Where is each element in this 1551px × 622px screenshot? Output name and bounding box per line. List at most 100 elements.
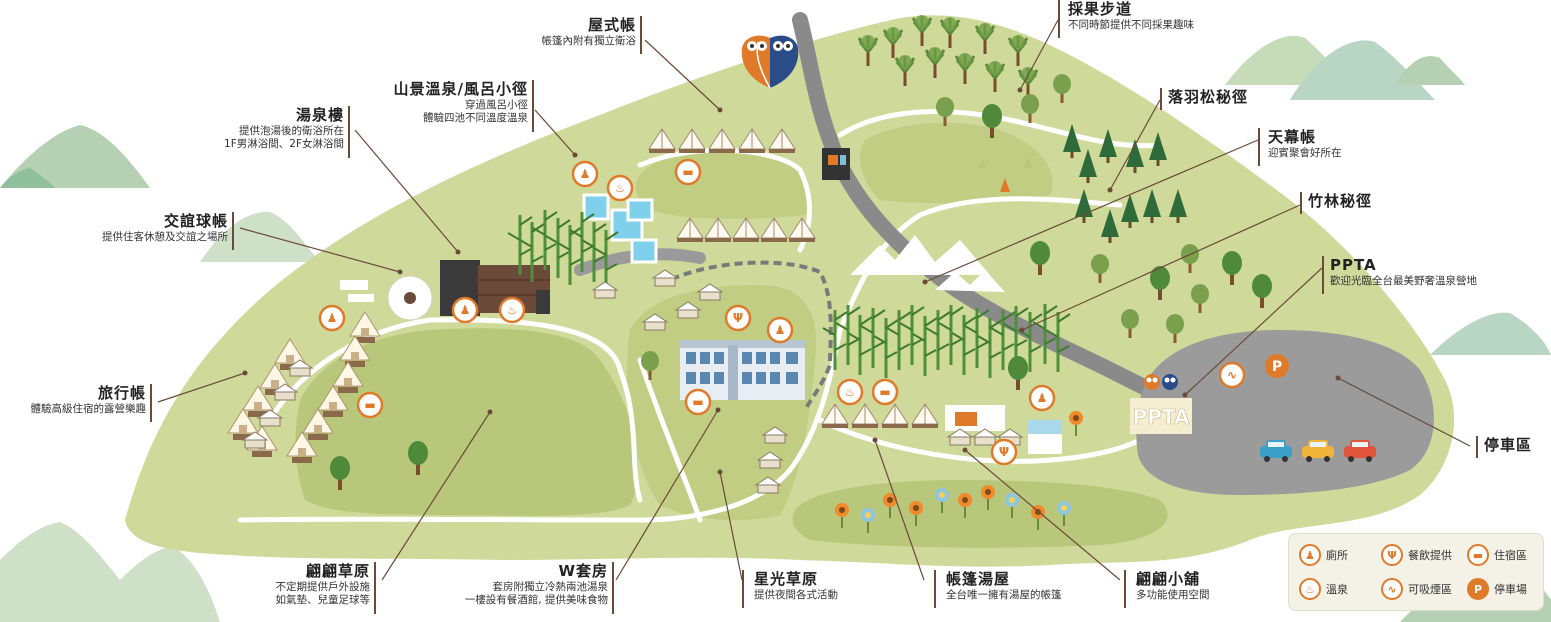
label-title: PPTA [1330,256,1377,274]
mountain-sculpture [850,235,1005,292]
ball-tent [340,275,433,321]
main-road [792,12,1188,413]
label-title: 採果步道 [1068,0,1133,18]
parking-icon: P [1265,354,1289,378]
bed-icon: ▬ [1467,544,1489,566]
legend-label: 停車場 [1494,583,1527,596]
dining-icon: Ψ [1381,544,1403,566]
hotspring-icon: ♨ [836,378,864,406]
label-bamboo-trail[interactable]: 竹林秘徑 [1308,192,1408,211]
svg-text:▬: ▬ [682,165,693,179]
legend-label: 溫泉 [1326,583,1348,596]
svg-text:P: P [1272,359,1282,375]
label-canopy-tent[interactable]: 天幕帳 迎賓聚會好所在 [1268,128,1368,160]
label-desc: 如氣墊、兒童足球等 [275,593,371,606]
svg-text:∿: ∿ [1227,368,1237,382]
ppta-sign: PPTA [1130,374,1192,434]
legend-label: 可吸煙區 [1408,583,1452,596]
svg-text:♟: ♟ [580,167,591,181]
label-parking[interactable]: 停車區 [1484,436,1544,455]
label-desc: 迎賓聚會好所在 [1268,146,1342,159]
toilet-icon: ♟ [1299,544,1321,566]
hotspring-icon: ♨ [606,174,634,202]
owl-logo [741,35,799,89]
bed-icon: ▬ [871,378,899,406]
label-title: 翩翩小舖 [1136,570,1201,588]
legend-item-lodging: ▬ 住宿區 [1467,544,1527,566]
gate-building [822,148,850,180]
dining-icon: Ψ [724,304,752,332]
svg-text:♨: ♨ [507,303,518,317]
bed-icon: ▬ [684,388,712,416]
label-desc: 一樓設有餐酒館, 提供美味食物 [464,593,608,606]
svg-text:♨: ♨ [615,181,626,195]
label-travel-tent[interactable]: 旅行帳 體驗高級住宿的露營樂趣 [10,384,147,416]
svg-text:♨: ♨ [845,385,856,399]
smoking-icon: ∿ [1381,578,1403,600]
map-amenity-icons: ♟ ♨ ▬ ♟ ♟ ♨ ▬ Ψ ♟ ▬ ♨ ▬ ♟ Ψ ∿ P [318,158,1289,466]
label-tent-bath[interactable]: 帳篷湯屋 全台唯一擁有湯屋的帳篷 [946,570,1096,602]
label-star-meadow[interactable]: 星光草原 提供夜間各式活動 [754,570,904,602]
toilet-icon: ♟ [1028,384,1056,412]
svg-text:▬: ▬ [879,385,890,399]
hotspring-pools [582,193,658,264]
label-larch-trail[interactable]: 落羽松秘徑 [1168,88,1268,107]
map-legend: ♟ 廁所 Ψ 餐飲提供 ▬ 住宿區 ♨ 溫泉 ∿ 可吸煙區 P 停車場 [1288,533,1544,611]
label-w-suite[interactable]: W套房 套房附獨立冷熱兩池湯泉 一樓設有餐酒館, 提供美味食物 [420,562,608,607]
label-bath-building[interactable]: 湯泉樓 提供泡湯後的衛浴所在 1F男淋浴間、2F女淋浴間 [190,106,344,151]
leader-lines [157,19,1471,581]
toilet-icon: ♟ [451,296,479,324]
shower-icon: ♨ [498,296,526,324]
label-desc: 體驗高級住宿的露營樂趣 [30,402,147,415]
label-fruit-trail[interactable]: 採果步道 不同時節提供不同採果趣味 [1068,0,1248,32]
svg-text:♟: ♟ [327,311,338,325]
label-desc: 多功能使用空間 [1136,588,1210,601]
label-desc: 1F男淋浴間、2F女淋浴間 [224,137,344,150]
label-desc: 不同時節提供不同採果趣味 [1068,18,1194,31]
label-meadow[interactable]: 翩翩草原 不定期提供戶外設施 如氣墊、兒童足球等 [230,562,371,607]
svg-text:Ψ: Ψ [999,445,1009,459]
label-title: 停車區 [1484,436,1533,454]
svg-text:♟: ♟ [460,303,471,317]
label-title: 翩翩草原 [305,562,370,580]
label-title: 山景溫泉/風呂小徑 [393,80,528,98]
label-title: 竹林秘徑 [1308,192,1373,210]
label-title: 星光草原 [754,570,819,588]
label-title: 屋式帳 [587,16,636,34]
toilet-icon: ♟ [571,160,599,188]
label-title: 交誼球帳 [163,212,228,230]
label-desc: 提供住客休憩及交誼之場所 [102,230,228,243]
bed-icon: ▬ [356,391,384,419]
label-desc: 提供泡湯後的衛浴所在 [239,124,344,137]
bed-icon: ▬ [674,158,702,186]
label-ppta[interactable]: PPTA 歡迎光臨全台最美野奢溫泉營地 [1330,256,1540,288]
legend-label: 住宿區 [1494,549,1527,562]
label-desc: 提供夜間各式活動 [754,588,838,601]
toilet-icon: ♟ [766,316,794,344]
label-desc: 套房附獨立冷熱兩池湯泉 [492,580,609,593]
meadow-field [295,328,639,516]
smoking-icon: ∿ [1218,361,1246,389]
autumn-leaves [978,158,1032,192]
svg-text:♟: ♟ [1037,391,1048,405]
svg-text:Ψ: Ψ [733,311,743,325]
label-desc: 體驗四池不同溫度溫泉 [423,111,528,124]
toilet-icon: ♟ [318,304,346,332]
label-tent-house[interactable]: 屋式帳 帳篷內附有獨立衛浴 [480,16,637,48]
label-title: W套房 [558,562,608,580]
label-desc: 不定期提供戶外設施 [275,580,371,593]
gravel-loop [659,260,833,411]
hotspring-icon: ♨ [1299,578,1321,600]
label-ball-tent[interactable]: 交誼球帳 提供住客休憩及交誼之場所 [60,212,228,244]
label-desc: 帳篷內附有獨立衛浴 [541,34,637,47]
label-shop[interactable]: 翩翩小舖 多功能使用空間 [1136,570,1266,602]
label-title: 旅行帳 [97,384,146,402]
label-hotspring-trail[interactable]: 山景溫泉/風呂小徑 穿過風呂小徑 體驗四池不同溫度溫泉 [360,80,528,125]
svg-text:PPTA: PPTA [1133,405,1190,429]
svg-text:▬: ▬ [364,398,375,412]
svg-text:♟: ♟ [775,323,786,337]
svg-text:▬: ▬ [692,395,703,409]
label-desc: 穿過風呂小徑 [465,98,528,111]
legend-label: 餐飲提供 [1408,549,1452,562]
